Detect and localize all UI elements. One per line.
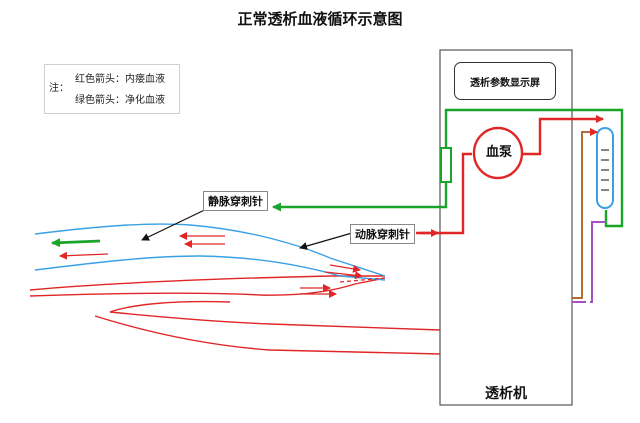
venous-needle-label: 静脉穿刺针 (203, 191, 268, 211)
parameter-display-screen: 透析参数显示屏 (454, 62, 556, 100)
dialysate-inlet-line (572, 128, 598, 299)
legend-red-arrow: 红色箭头：内瘘血液 (75, 74, 165, 85)
diagram-title: 正常透析血液循环示意图 (237, 10, 403, 28)
dialysis-machine-box (439, 49, 573, 406)
venous-needle-pointer (141, 204, 216, 241)
fistula-junction (339, 277, 386, 283)
artery-vessel (29, 275, 441, 355)
vein-vessel (34, 223, 386, 281)
arterial-needle-label: 动脉穿刺针 (350, 224, 415, 244)
arterial-line (416, 115, 604, 237)
artery-flow-arrows (300, 284, 337, 298)
dialysis-machine-label: 透析机 (485, 386, 527, 402)
dialyzer (596, 127, 614, 209)
purified-blood-arrow (51, 238, 101, 248)
legend-prefix: 注： (49, 83, 69, 94)
drip-chamber (440, 147, 452, 183)
blood-pump (472, 126, 524, 180)
legend-box: 注： 红色箭头：内瘘血液 绿色箭头：净化血液 (44, 64, 180, 114)
legend-green-arrow: 绿色箭头：净化血液 (75, 95, 165, 106)
vein-red-arrows (59, 232, 363, 280)
arterial-needle-pointer (299, 232, 353, 250)
dialysate-outlet-line (572, 221, 606, 303)
venous-line (272, 108, 624, 228)
blood-pump-label: 血泵 (485, 145, 512, 160)
